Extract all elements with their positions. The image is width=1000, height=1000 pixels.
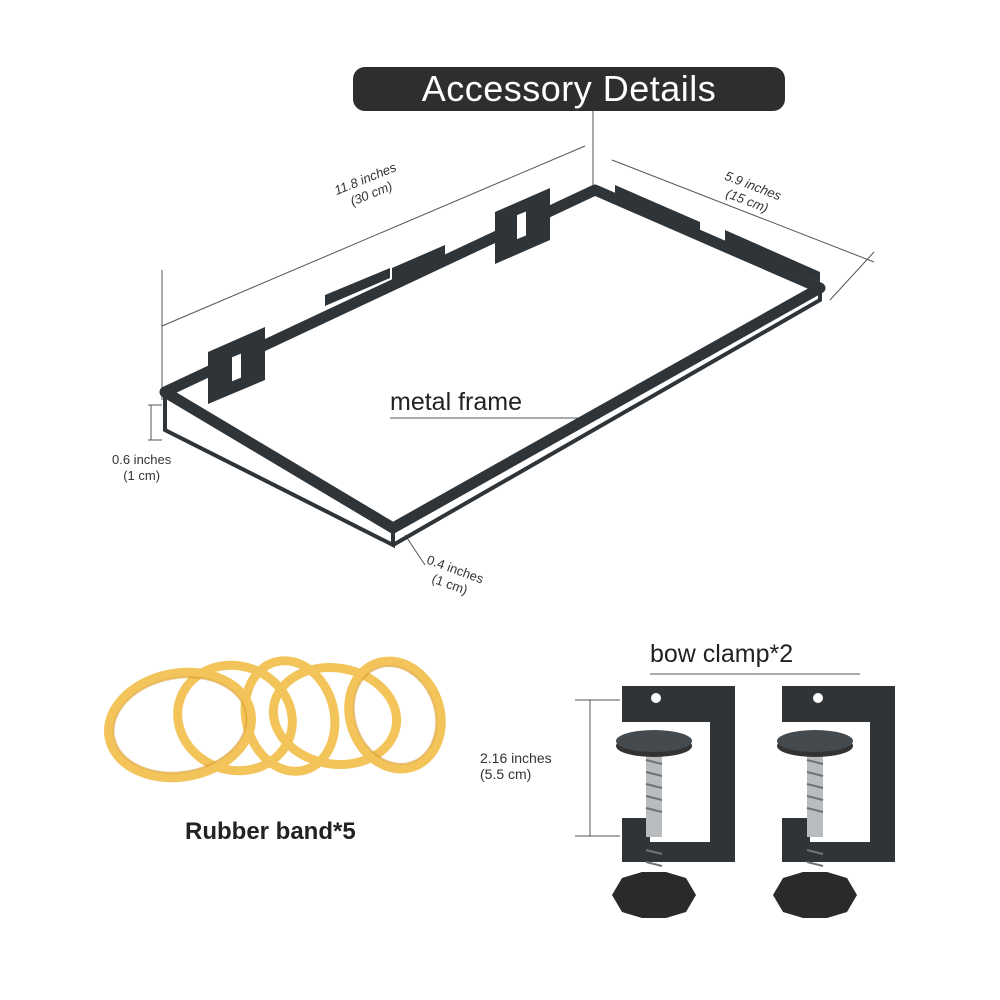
frame-height-cm: (1 cm) — [123, 468, 161, 483]
bow-clamp-label: bow clamp*2 — [650, 640, 794, 668]
title-text: Accessory Details — [421, 68, 717, 109]
width-dimension-line — [611, 159, 875, 263]
width-extension-right — [829, 251, 875, 301]
length-dimension-line — [161, 145, 586, 327]
metal-frame — [159, 184, 826, 549]
clamp-height-cm: (5.5 cm) — [480, 766, 532, 782]
clamp-height-inches: 2.16 inches — [480, 750, 552, 766]
metal-frame-label: metal frame — [390, 388, 522, 416]
bow-clamp-left — [612, 686, 735, 918]
lip-dimension-line — [404, 534, 426, 566]
clamp-height-label: 2.16 inches (5.5 cm) — [480, 750, 552, 782]
dimension-lines — [148, 111, 875, 837]
title-banner: Accessory Details — [353, 67, 785, 111]
rubber-band-label: Rubber band*5 — [185, 818, 356, 845]
frame-height-label: 0.6 inches (1 cm) — [112, 452, 171, 484]
frame-height-inches: 0.6 inches — [112, 452, 172, 467]
bow-clamp-right — [773, 686, 895, 918]
rubber-bands — [104, 656, 446, 783]
